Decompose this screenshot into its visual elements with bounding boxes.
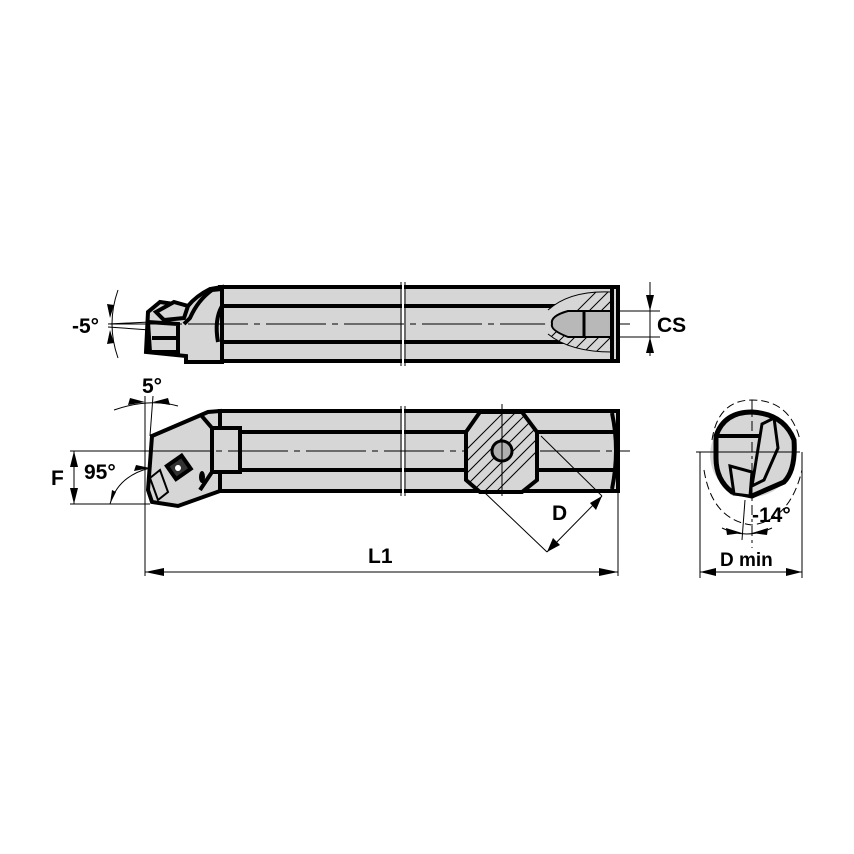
end-angle-label: -14° [752,504,791,527]
dmin-label: D min [720,550,773,571]
coolant-bore [550,310,613,338]
approach-angle-label: 95° [84,461,116,484]
lead-angle-label: 5° [142,375,162,398]
top-angle-label: -5° [72,315,99,338]
d-label: D [552,502,567,525]
end-angle-dimension: -14° [721,504,791,535]
top-clamp [152,299,191,323]
top-head-curve [182,287,223,326]
dmin-dimension: D min [699,452,803,578]
cs-dimension: CS [618,282,686,356]
side-clamp [164,452,194,482]
side-view: D 5° 95° F [51,375,630,576]
top-view: CS -5° [72,282,686,366]
side-clamp-block [210,426,242,474]
top-shank-end [610,285,620,363]
shank-cross-section [464,404,539,496]
top-head-face [214,305,224,343]
f-dimension: F [51,451,78,504]
f-label: F [51,467,64,490]
d-dimension: D [483,435,603,553]
end-view: -14° D min [696,399,803,578]
l1-label: L1 [368,545,393,568]
l1-dimension: L1 [144,491,619,576]
top-angle-dimension: -5° [72,289,151,359]
side-shank-end [610,412,618,490]
approach-angle-dimension: 95° [70,450,151,505]
side-screw-hole [199,471,205,483]
side-insert [148,468,170,502]
cs-label: CS [657,314,686,337]
end-insert [728,463,754,498]
